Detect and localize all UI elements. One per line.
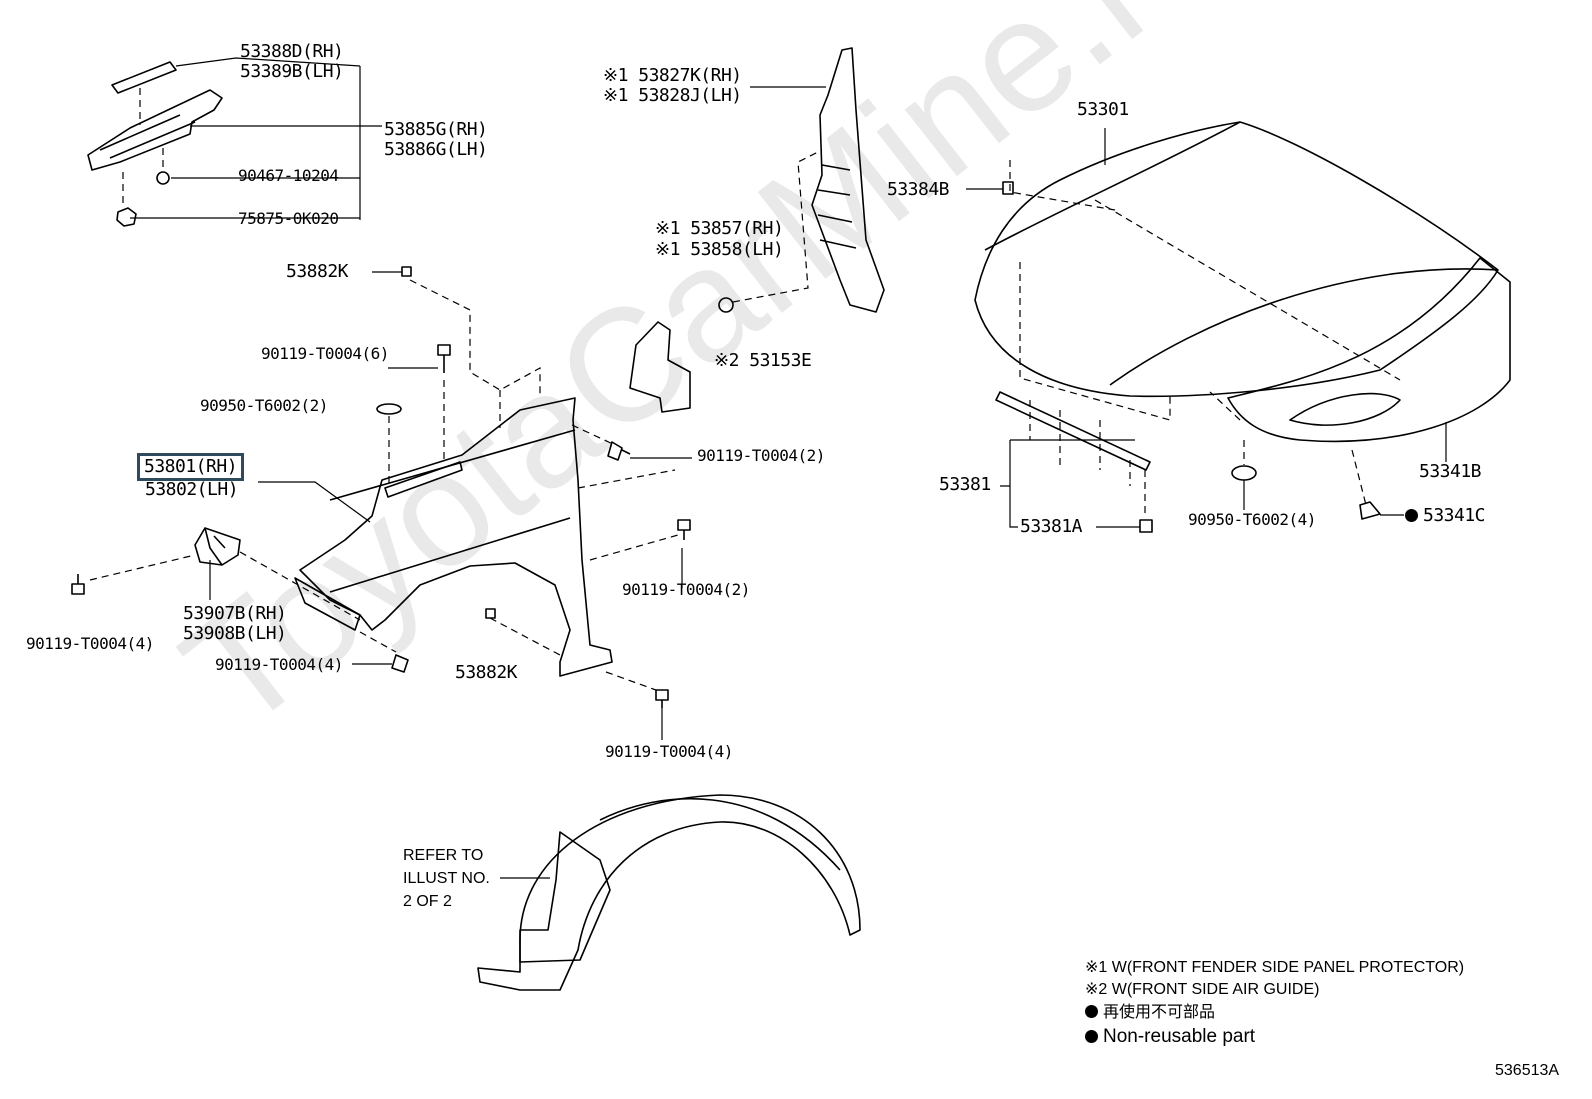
fastener-symbols [71,181,1381,708]
label-53882K-top[interactable]: 53882K [286,261,349,282]
leader-lines [130,57,1447,879]
label-53381A[interactable]: 53381A [1020,516,1083,537]
label-90119-T0004-2-right[interactable]: 90119-T0004(2) [697,446,825,465]
bullet-dot-icon [1085,1030,1098,1043]
label-53389B[interactable]: 53389B(LH) [240,61,344,82]
figure-id: 536513A [1495,1062,1560,1079]
label-90119-T0004-4-mid[interactable]: 90119-T0004(4) [215,655,343,674]
note-non-reusable-jp: 再使用不可部品 [1085,1002,1215,1023]
note-non-reusable-en: Non-reusable part [1085,1026,1255,1047]
note-non-reusable-jp-text: 再使用不可部品 [1103,1004,1216,1021]
label-90950-T6002-4[interactable]: 90950-T6002(4) [1188,510,1316,529]
refer-line-2: ILLUST NO. [403,870,490,887]
label-53384B[interactable]: 53384B [887,179,950,200]
note-non-reusable-en-text: Non-reusable part [1103,1026,1256,1047]
label-53301[interactable]: 53301 [1077,99,1129,120]
label-53341C[interactable]: 53341C [1405,505,1486,526]
label-75875-0K020[interactable]: 75875-0K020 [238,209,339,228]
side-panel-protector-drawing [811,47,885,313]
hood-insulator-drawing [1227,257,1511,443]
fender-drawing [294,397,613,677]
label-90119-T0004-4-left[interactable]: 90119-T0004(4) [26,634,154,653]
label-53828J[interactable]: ※1 53828J(LH) [603,85,742,106]
air-guide-drawing [629,321,691,413]
label-53381[interactable]: 53381 [939,474,991,495]
label-90119-T0004-4-bottom[interactable]: 90119-T0004(4) [605,742,733,761]
fender-bracket-drawing [194,527,241,566]
label-90119-T0004-2-lower[interactable]: 90119-T0004(2) [622,580,750,599]
label-90467-10204[interactable]: 90467-10204 [238,166,339,185]
label-90950-T6002-2[interactable]: 90950-T6002(2) [200,396,328,415]
hood-drawing [974,121,1499,398]
label-53801-highlighted[interactable]: 53801(RH) [137,453,245,481]
label-90119-T0004-6[interactable]: 90119-T0004(6) [261,344,389,363]
label-53802[interactable]: 53802(LH) [145,479,239,500]
label-53885G[interactable]: 53885G(RH) [384,119,488,140]
label-53341B[interactable]: 53341B [1419,461,1482,482]
note-protector: ※1 W(FRONT FENDER SIDE PANEL PROTECTOR) [1085,959,1465,976]
label-53882K-bottom[interactable]: 53882K [455,662,518,683]
fender-liner-drawing [477,794,861,991]
refer-line-3: 2 OF 2 [403,893,452,910]
label-53341C-text: 53341C [1423,505,1486,526]
label-53857[interactable]: ※1 53857(RH) [655,218,784,239]
label-53858[interactable]: ※1 53858(LH) [655,239,784,260]
label-53886G[interactable]: 53886G(LH) [384,139,488,160]
label-53153E[interactable]: ※2 53153E [714,350,812,371]
non-reusable-dot-icon [1405,509,1418,522]
cowl-seal-drawing [87,61,223,227]
dashed-guides [89,88,1401,691]
hood-seal-drawing [995,391,1151,471]
note-air-guide: ※2 W(FRONT SIDE AIR GUIDE) [1085,981,1320,998]
refer-line-1: REFER TO [403,847,484,864]
bullet-dot-icon [1085,1005,1098,1018]
label-53908B[interactable]: 53908B(LH) [183,623,287,644]
label-53907B[interactable]: 53907B(RH) [183,603,287,624]
label-53388D[interactable]: 53388D(RH) [240,41,344,62]
label-53827K[interactable]: ※1 53827K(RH) [603,65,742,86]
